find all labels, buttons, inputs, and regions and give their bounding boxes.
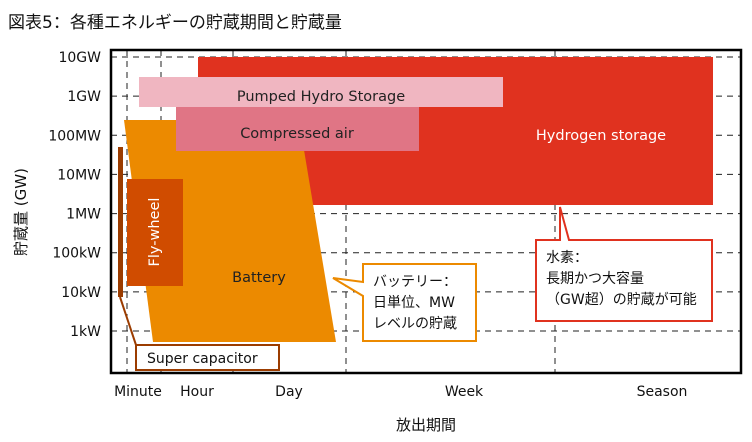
y-tick-label: 100MW — [48, 128, 101, 144]
y-tick-labels: 10GW 1GW 100MW 10MW 1MW 100kW 10kW 1kW — [48, 50, 101, 340]
x-tick-label: Day — [275, 384, 303, 400]
pumped-hydro-storage-label: Pumped Hydro Storage — [237, 89, 405, 105]
x-tick-label: Minute — [114, 384, 162, 400]
hydrogen-storage-label: Hydrogen storage — [536, 128, 666, 144]
battery-callout-text: 日単位、MW — [373, 295, 455, 311]
y-tick-label: 1MW — [66, 207, 101, 223]
y-tick-label: 10GW — [58, 50, 101, 66]
compressed-air-block — [176, 107, 419, 151]
plot-frame — [109, 48, 743, 375]
x-axis-label: 放出期間 — [396, 416, 456, 434]
y-tick-label: 10kW — [61, 285, 101, 301]
super-capacitor-callout-box — [135, 344, 280, 371]
fly-wheel-block — [127, 179, 183, 286]
super-capacitor-block — [118, 147, 123, 297]
compressed-air-label: Compressed air — [240, 126, 354, 142]
fly-wheel-label: Fly-wheel — [147, 198, 163, 267]
y-tick-label: 100kW — [52, 246, 101, 262]
y-axis-label: 貯蔵量 (GW) — [12, 168, 30, 256]
chart-title: 図表5：各種エネルギーの貯蔵期間と貯蔵量 — [8, 13, 342, 33]
x-tick-label: Week — [445, 384, 484, 400]
x-tick-label: Hour — [180, 384, 214, 400]
battery-callout-text: バッテリー： — [373, 274, 457, 290]
super-capacitor-leader-line — [119, 296, 137, 346]
battery-block — [124, 120, 336, 342]
y-tick-label: 1GW — [67, 89, 101, 105]
battery-label: Battery — [232, 270, 286, 286]
x-tick-label: Season — [637, 384, 688, 400]
y-tick-label: 10MW — [57, 167, 101, 183]
hydrogen-callout-text: 長期かつ大容量 — [546, 270, 644, 287]
y-tick-label: 1kW — [70, 324, 101, 340]
super-capacitor-label: Super capacitor — [147, 351, 258, 367]
battery-callout-box — [332, 263, 477, 342]
callouts: バッテリー： 日単位、MW レベルの貯蔵 水素： 長期かつ大容量 （GW超）の貯蔵が可能 S… — [119, 206, 713, 371]
hydrogen-callout-box — [535, 206, 713, 322]
x-tick-labels: Minute Hour Day Week Season — [114, 384, 687, 400]
hydrogen-callout-text: （GW超）の貯蔵が可能 — [546, 292, 697, 308]
battery-callout-text: レベルの貯蔵 — [373, 316, 457, 332]
hydrogen-callout-text: 水素： — [546, 250, 588, 266]
pumped-hydro-storage-block — [139, 77, 503, 107]
